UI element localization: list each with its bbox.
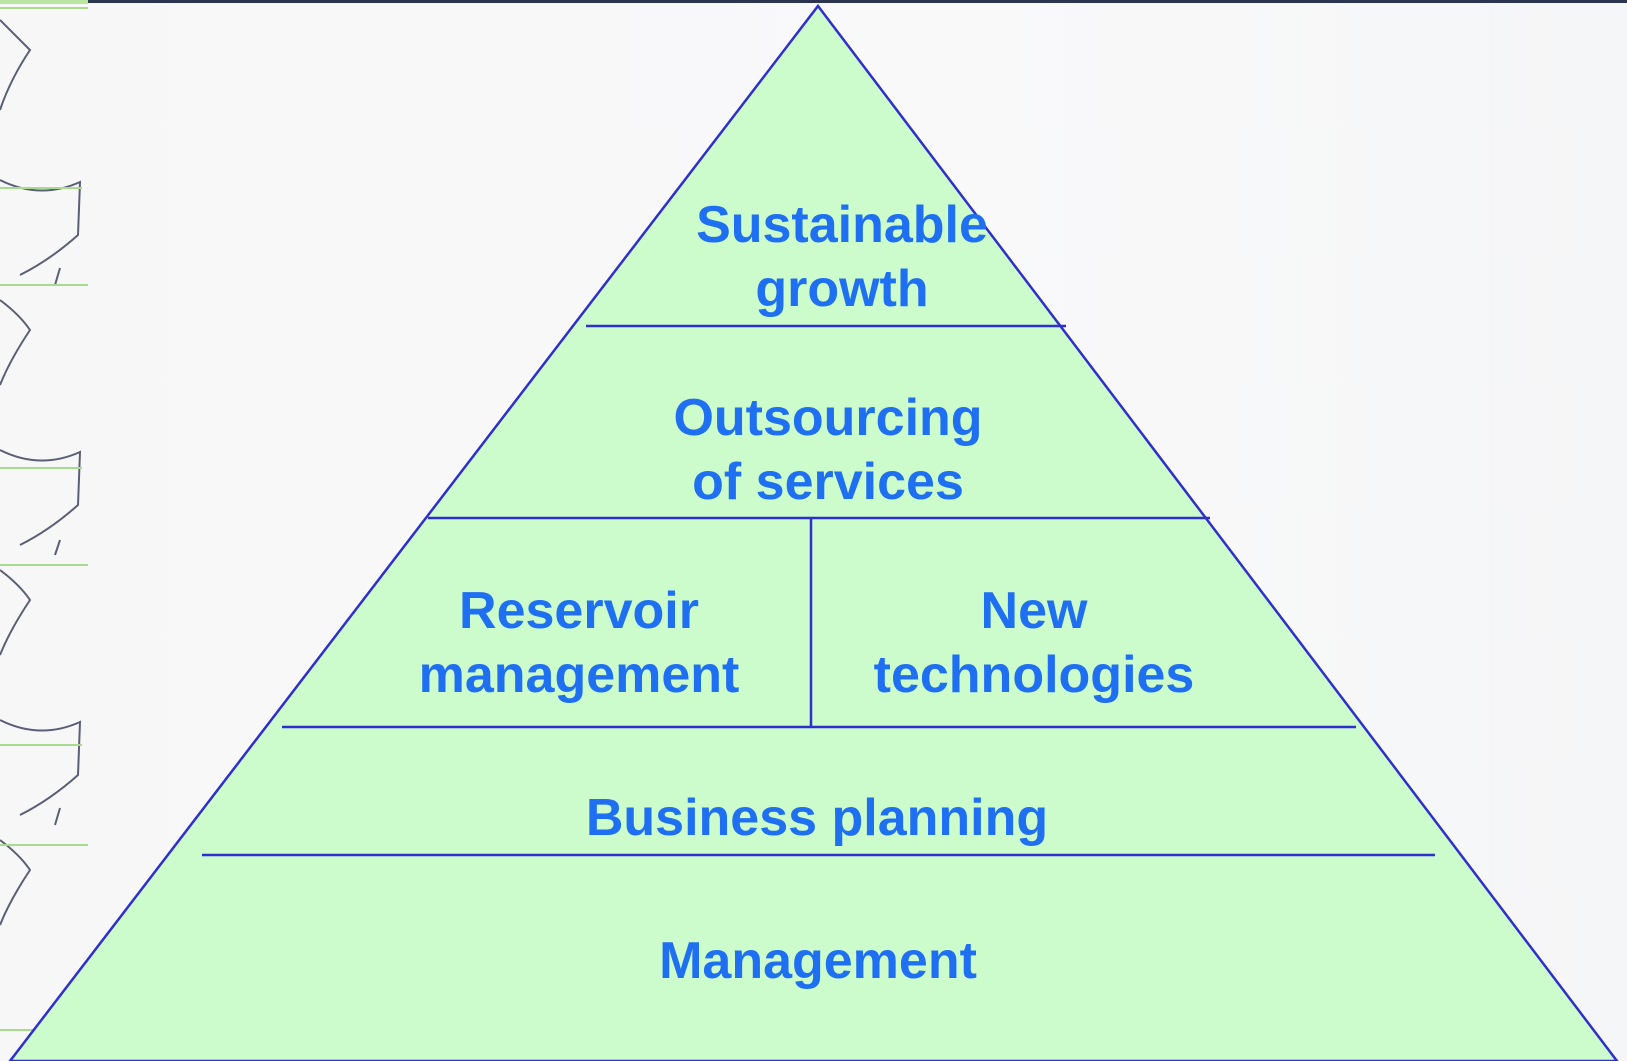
level-label-business-planning: Business planning: [586, 786, 1048, 850]
label-line: Outsourcing: [673, 389, 983, 447]
label-line: Sustainable: [696, 196, 988, 254]
label-line: technologies: [873, 646, 1195, 704]
label-line: Reservoir: [459, 582, 699, 640]
label-line: New: [980, 582, 1088, 640]
pyramid-body: [8, 3, 1619, 1061]
level-label-management: Management: [659, 929, 977, 993]
level-label-new-technologies: New technologies: [874, 579, 1195, 707]
label-line: management: [418, 646, 740, 704]
label-line: Business planning: [585, 789, 1049, 847]
label-line: growth: [755, 260, 929, 318]
decorative-curl-strip: [0, 7, 88, 1031]
top-rule: [88, 0, 1627, 3]
level-label-outsourcing: Outsourcing of services: [673, 386, 982, 514]
label-line: Management: [659, 932, 977, 990]
level-label-sustainable-growth: Sustainable growth: [696, 193, 988, 321]
top-accent-bar: [0, 0, 88, 4]
level-label-reservoir-management: Reservoir management: [419, 579, 740, 707]
label-line: of services: [692, 453, 964, 511]
